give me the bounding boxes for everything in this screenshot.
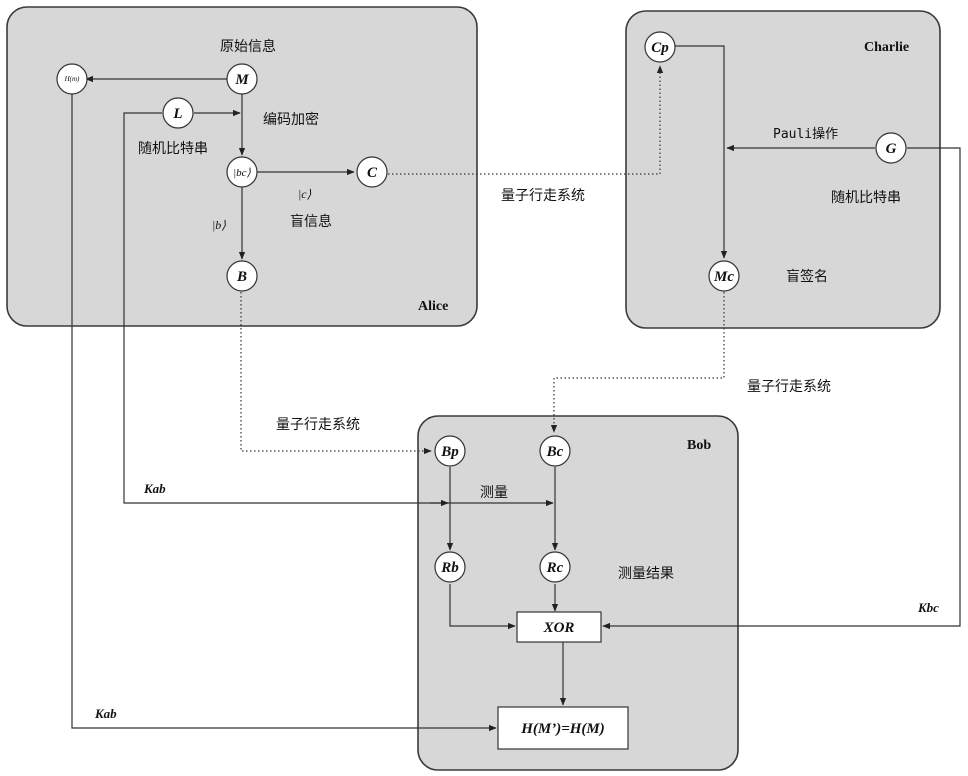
label-blind-info: 盲信息 (290, 213, 332, 230)
label-ket-c: |c⟩ (298, 187, 312, 201)
label-kab-2: Kab (94, 706, 117, 721)
charlie-title: Charlie (864, 40, 909, 55)
node-l: L (163, 98, 193, 128)
node-hm: H(m) (57, 64, 87, 94)
node-b-label: B (236, 269, 247, 285)
label-measure-result: 测量结果 (618, 566, 674, 582)
node-bp-label: Bp (440, 444, 459, 460)
node-mc-label: Mc (713, 269, 734, 285)
alice-title: Alice (418, 299, 448, 314)
label-quantum-walk-2: 量子行走系统 (747, 379, 831, 395)
node-rc: Rc (540, 552, 570, 582)
label-ket-b: |b⟩ (212, 218, 226, 232)
node-bc-state: |bc⟩ (227, 157, 257, 187)
node-bc: Bc (540, 436, 570, 466)
node-rb-label: Rb (440, 560, 459, 576)
label-pauli-op: Pauli操作 (773, 126, 838, 142)
node-xor: XOR (517, 612, 601, 642)
label-measure: 测量 (480, 485, 508, 501)
node-cp-label: Cp (651, 40, 669, 56)
node-c-label: C (367, 165, 378, 181)
node-g-label: G (886, 141, 897, 157)
node-bp: Bp (435, 436, 465, 466)
node-b: B (227, 261, 257, 291)
bob-title: Bob (687, 438, 711, 453)
node-bc-label: Bc (546, 444, 564, 460)
node-cp: Cp (645, 32, 675, 62)
label-kbc: Kbc (917, 600, 939, 615)
label-random-bits-alice: 随机比特串 (138, 141, 208, 157)
label-random-bits-charlie: 随机比特串 (831, 190, 901, 206)
label-kab-1: Kab (143, 481, 166, 496)
label-encode-encrypt: 编码加密 (263, 111, 319, 128)
node-hash-check: H(M’)=H(M) (498, 707, 628, 749)
node-m: M (227, 64, 257, 94)
label-original-info: 原始信息 (220, 38, 276, 55)
node-l-label: L (172, 106, 182, 122)
node-c: C (357, 157, 387, 187)
label-blind-signature: 盲签名 (786, 268, 828, 285)
node-g: G (876, 133, 906, 163)
node-rb: Rb (435, 552, 465, 582)
label-quantum-walk-3: 量子行走系统 (276, 417, 360, 433)
charlie-panel (626, 11, 940, 328)
label-quantum-walk-1: 量子行走系统 (501, 188, 585, 204)
node-m-label: M (234, 72, 249, 88)
node-rc-label: Rc (546, 560, 564, 576)
node-hm-label: H(m) (64, 75, 80, 83)
node-xor-label: XOR (543, 620, 575, 636)
node-hash-check-label: H(M’)=H(M) (520, 721, 605, 737)
node-bc-state-label: |bc⟩ (233, 167, 251, 179)
node-mc: Mc (709, 261, 739, 291)
